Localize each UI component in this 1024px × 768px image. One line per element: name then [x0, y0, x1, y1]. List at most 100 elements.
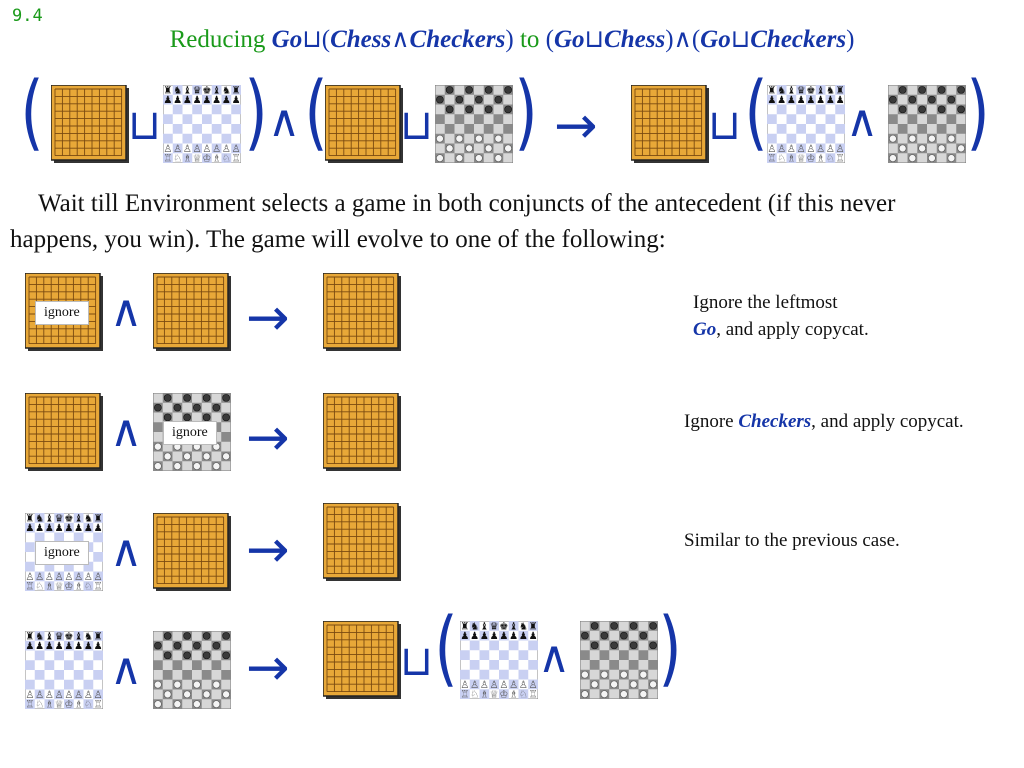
svg-text:♖: ♖ [163, 154, 172, 163]
svg-text:♟: ♟ [74, 641, 83, 652]
svg-text:♟: ♟ [25, 641, 34, 652]
choice-disjunction-symbol: ⊔ [400, 100, 433, 149]
svg-text:♖: ♖ [94, 700, 103, 709]
svg-text:♙: ♙ [64, 690, 73, 701]
svg-text:♟: ♟ [222, 95, 231, 106]
chess-board-icon: ♜♟♙♖♞♟♙♘♝♟♙♗♛♟♙♕♚♟♙♔♝♟♙♗♞♟♙♘♜♟♙♖ [162, 84, 242, 168]
svg-text:♕: ♕ [193, 154, 202, 163]
checkers-board-icon [887, 84, 967, 168]
svg-text:♙: ♙ [173, 144, 182, 155]
title-rp-1: ) [505, 26, 514, 53]
svg-text:♟: ♟ [202, 95, 211, 106]
svg-text:♙: ♙ [45, 690, 54, 701]
svg-text:♕: ♕ [797, 154, 806, 163]
svg-text:♟: ♟ [519, 631, 528, 642]
svg-text:♜: ♜ [25, 631, 34, 642]
conjunction-symbol: ∧ [110, 644, 143, 695]
conjunction-symbol: ∧ [538, 632, 571, 683]
case2-note: Ignore Checkers, and apply copycat. [684, 408, 984, 435]
svg-text:♛: ♛ [490, 621, 499, 632]
svg-text:♚: ♚ [806, 85, 815, 96]
svg-text:♘: ♘ [84, 582, 93, 591]
svg-text:♟: ♟ [193, 95, 202, 106]
svg-text:♛: ♛ [797, 85, 806, 96]
svg-text:♙: ♙ [826, 144, 835, 155]
svg-text:♟: ♟ [490, 631, 499, 642]
svg-text:♙: ♙ [193, 144, 202, 155]
svg-text:♙: ♙ [55, 690, 64, 701]
svg-text:♙: ♙ [84, 572, 93, 583]
implication-arrow: → [246, 288, 290, 348]
go-board-icon [152, 512, 231, 596]
checkers-board-icon [579, 620, 659, 704]
svg-text:♘: ♘ [519, 690, 528, 699]
svg-text:♛: ♛ [55, 631, 64, 642]
choice-disjunction-symbol: ⊔ [128, 100, 161, 149]
conjunction-symbol: ∧ [846, 96, 879, 147]
ignore-label: ignore [35, 541, 89, 565]
formula-lparen-1: ( [20, 65, 44, 160]
title-sqcup-3: ⊔ [730, 26, 751, 53]
svg-text:♗: ♗ [787, 154, 796, 163]
svg-text:♜: ♜ [529, 621, 538, 632]
case2-note-checkers: Checkers [738, 411, 812, 432]
svg-text:♙: ♙ [529, 680, 538, 691]
implication-arrow: → [246, 408, 290, 468]
checkers-board-icon [434, 84, 514, 168]
svg-text:♟: ♟ [94, 641, 103, 652]
implication-arrow: → [246, 520, 290, 580]
svg-text:♝: ♝ [509, 621, 518, 632]
choice-disjunction-symbol: ⊔ [400, 636, 433, 685]
svg-text:♘: ♘ [173, 154, 182, 163]
svg-text:♞: ♞ [519, 621, 528, 632]
svg-text:♖: ♖ [232, 154, 241, 163]
svg-text:♗: ♗ [45, 582, 54, 591]
svg-text:♖: ♖ [836, 154, 845, 163]
svg-text:♟: ♟ [183, 95, 192, 106]
svg-text:♝: ♝ [45, 631, 54, 642]
svg-text:♜: ♜ [767, 85, 776, 96]
svg-text:♟: ♟ [797, 95, 806, 106]
svg-text:♚: ♚ [64, 631, 73, 642]
svg-text:♗: ♗ [74, 700, 83, 709]
conjunction-symbol: ∧ [268, 96, 301, 147]
svg-text:♞: ♞ [777, 85, 786, 96]
svg-text:♕: ♕ [55, 582, 64, 591]
svg-text:♞: ♞ [826, 85, 835, 96]
svg-text:♟: ♟ [806, 95, 815, 106]
title-rp-2: ) [665, 26, 674, 53]
svg-text:♙: ♙ [509, 680, 518, 691]
svg-text:♙: ♙ [806, 144, 815, 155]
svg-text:♜: ♜ [94, 513, 103, 524]
go-board-icon [322, 272, 401, 356]
title-sqcup-1: ⊔ [302, 26, 322, 53]
svg-text:♖: ♖ [25, 700, 34, 709]
case3-note: Similar to the previous case. [684, 530, 900, 551]
title-prefix: Reducing [169, 26, 266, 53]
svg-text:♙: ♙ [836, 144, 845, 155]
title-go-3: Go [700, 26, 731, 53]
formula-rparen-1: ) [244, 65, 268, 160]
svg-text:♙: ♙ [25, 572, 34, 583]
formula-rparen-3: ) [966, 65, 990, 160]
title-sqcup-2: ⊔ [584, 26, 605, 53]
svg-text:♗: ♗ [45, 700, 54, 709]
svg-text:♗: ♗ [183, 154, 192, 163]
svg-text:♟: ♟ [55, 641, 64, 652]
go-board-icon [324, 84, 403, 168]
svg-text:♟: ♟ [767, 95, 776, 106]
svg-text:♙: ♙ [183, 144, 192, 155]
title-to: to [519, 26, 540, 53]
svg-text:♙: ♙ [64, 572, 73, 583]
svg-text:♙: ♙ [45, 572, 54, 583]
svg-text:♙: ♙ [163, 144, 172, 155]
svg-text:♙: ♙ [202, 144, 211, 155]
svg-text:♖: ♖ [25, 582, 34, 591]
choice-disjunction-symbol: ⊔ [708, 100, 741, 149]
svg-text:♘: ♘ [35, 582, 44, 591]
svg-text:♜: ♜ [232, 85, 241, 96]
svg-text:♖: ♖ [460, 690, 469, 699]
svg-text:♙: ♙ [767, 144, 776, 155]
svg-text:♙: ♙ [499, 680, 508, 691]
slide-number: 9.4 [12, 6, 43, 26]
